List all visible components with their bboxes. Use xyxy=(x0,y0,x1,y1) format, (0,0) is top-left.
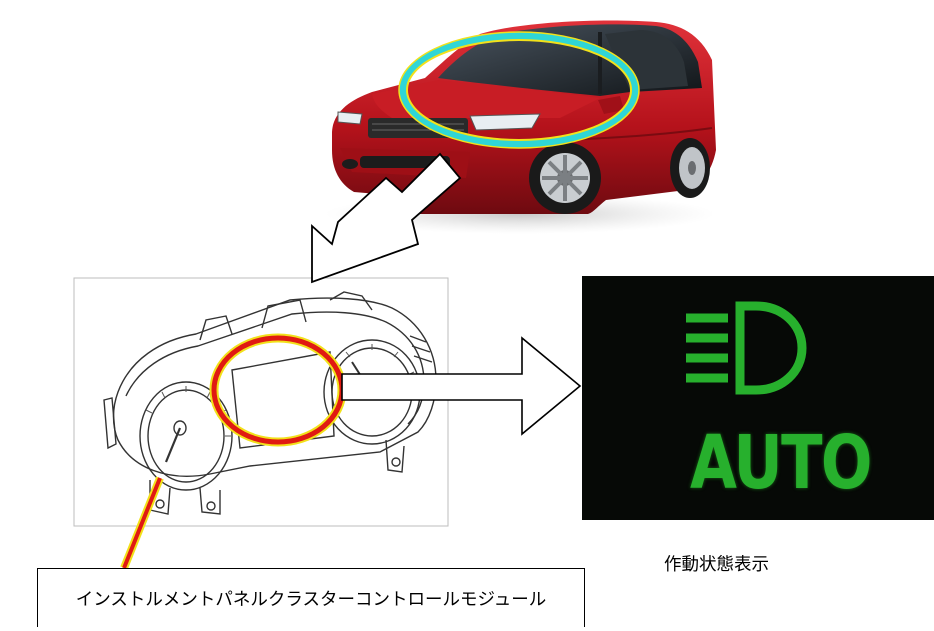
arrow-car-to-cluster xyxy=(311,152,462,284)
cluster-speedometer xyxy=(139,381,233,491)
module-label-text: インストルメントパネルクラスターコントロールモジュール xyxy=(75,590,547,610)
cluster-frame xyxy=(73,277,449,527)
car-wheel-rear xyxy=(670,138,710,198)
operation-status-label: 作動状態表示 xyxy=(664,555,769,575)
instrument-cluster-illustration xyxy=(73,277,449,527)
car-hood xyxy=(372,80,600,118)
auto-headlamp-icon xyxy=(686,301,807,395)
module-label-box: インストルメントパネルクラスターコントロールモジュール xyxy=(37,568,585,627)
car-windshield-highlight xyxy=(399,32,639,148)
cluster-center-display xyxy=(231,351,335,449)
arrow-cluster-to-indicator xyxy=(341,336,582,436)
leader-line xyxy=(122,477,162,569)
indicator-panel xyxy=(582,276,934,520)
car-headlight-right xyxy=(469,113,541,131)
car-mirror xyxy=(598,96,624,114)
car-wheel-front xyxy=(529,142,601,214)
car-headlight-left xyxy=(337,111,363,125)
auto-indicator-text: AUTO xyxy=(690,420,872,506)
indicator-background xyxy=(582,276,934,520)
car-lower-intake xyxy=(360,156,450,168)
